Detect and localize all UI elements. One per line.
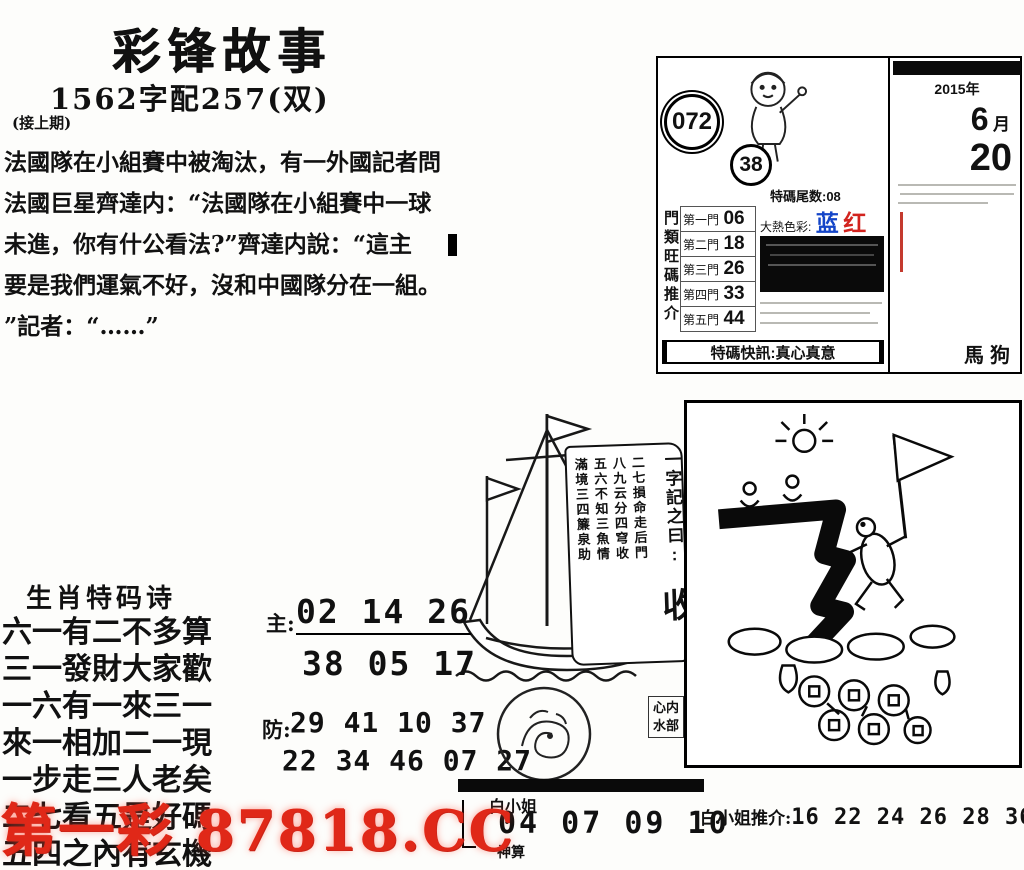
verse-scroll: 一字記之曰: 收 二七損命走后門 八九云分四穹收 五六不知三魚情 滿境三四簾泉助 (564, 442, 695, 666)
lucky-ball-badge: 38 (730, 144, 772, 186)
gate-label: 第三門 (683, 263, 720, 277)
lottery-info-box: 072 38 特碼尾数:08 大熱色彩: 蓝 红 (656, 56, 1022, 374)
seal-label-bottom: 水部 (652, 718, 679, 733)
hot-color-label: 大熱色彩: (760, 220, 812, 234)
gate-row: 第四門 33 (680, 282, 756, 307)
gate-row: 第一門 06 (680, 206, 756, 232)
story-line: 法國巨星齊達内：“法國隊在小組賽中一球 (4, 190, 432, 217)
fine-print-line (760, 302, 882, 304)
story-line: ”記者：“……” (4, 313, 159, 340)
reco-numbers: 16 22 24 26 28 36 (791, 805, 1024, 830)
gate-number: 18 (723, 233, 745, 254)
guard-label: 防: (262, 717, 291, 742)
issue-number-badge: 072 (664, 94, 720, 150)
story-paragraph: 法國隊在小組賽中被淘汰，有一外國記者問 法國巨星齊達内：“法國隊在小組賽中一球 … (4, 142, 476, 347)
zodiac-pick: 馬狗 (964, 345, 1016, 367)
reco-label: 白小姐推介: (700, 809, 792, 829)
story-line: 要是我們運氣不好，沒和中國隊分在一組。 (4, 272, 441, 299)
continuation-note: (接上期) (12, 114, 72, 132)
guard-numbers-row1: 29 41 10 37 (290, 706, 487, 739)
verse-title: 一字記之曰: (661, 450, 685, 567)
gate-label: 第四門 (683, 288, 720, 302)
verse-columns: 一字記之曰: 收 二七損命走后門 八九云分四穹收 五六不知三魚情 滿境三四簾泉助 (570, 450, 702, 658)
corner-bracket (462, 800, 476, 848)
calendar-year: 2015年 (934, 81, 980, 97)
gate-label: 第一門 (683, 213, 720, 227)
tail-number-text: 特碼尾数:08 (770, 189, 841, 204)
story-line: 法國隊在小組賽中被淘汰，有一外國記者問 (4, 149, 441, 176)
calendar-header-bar (893, 61, 1021, 75)
guard-numbers-row2: 22 34 46 07 27 (282, 744, 533, 777)
seven-illustration (718, 414, 956, 746)
zodiac-poem-heading: 生肖特码诗 (26, 584, 177, 614)
poem-line: 一六有一來三一 (2, 689, 212, 724)
coin-icons (798, 675, 932, 746)
main-numbers-row2: 38 05 17 (302, 644, 477, 683)
poem-line: 來一相加二一現 (2, 726, 212, 761)
bottom-black-bar (458, 779, 704, 792)
gate-number: 33 (723, 283, 745, 304)
gate-row: 第二門 18 (680, 232, 756, 257)
seal-side-label: 心内 水部 (648, 696, 684, 738)
calendar-panel: 2015年 6 月 20 馬狗 (888, 58, 1024, 372)
calendar-red-rule (900, 212, 903, 272)
gate-label: 第五門 (683, 313, 720, 327)
gate-row: 第三門 26 (680, 257, 756, 282)
story-line: 未進，你有什公看法?”齊達内說：“這主 (4, 231, 412, 258)
gate-row: 第五門 44 (680, 307, 756, 332)
issue-subtitle: 1562字配257(双) (50, 82, 330, 116)
god-calc-label: 神算 (497, 845, 525, 861)
lady-recommendation: 白小姐推介:16 22 24 26 28 36 (700, 804, 1024, 830)
calendar-day: 20 (969, 137, 1012, 179)
gate-number: 06 (723, 208, 745, 229)
poem-line: 二七看五是好碼 (2, 800, 212, 835)
dragon-seal (494, 684, 594, 784)
calendar-month-row: 6 月 (890, 101, 1024, 138)
special-flash-box: 特碼快訊:真心真意 (662, 340, 884, 364)
color-blue: 蓝 (815, 210, 839, 236)
gate-label: 第二門 (683, 238, 720, 252)
ink-blot (448, 234, 457, 256)
gate-number: 44 (723, 308, 745, 329)
fine-print-line (760, 322, 878, 324)
gate-column-header: 門類旺碼推介 (662, 210, 679, 324)
calendar-month: 6 (970, 101, 989, 137)
poem-line: 六一有二不多算 (2, 615, 212, 650)
site-watermark: 第一彩 87818.CC (0, 798, 515, 864)
zodiac-poem: 六一有二不多算 三一發財大家歡 一六有一來三一 來一相加二一現 一步走三人老矣 … (2, 614, 212, 870)
black-info-panel (760, 236, 884, 292)
main-numbers-row1: 02 14 26 (296, 592, 471, 635)
hot-color-line: 大熱色彩: 蓝 红 (760, 204, 866, 238)
poem-line: 一步走三人老矣 (2, 763, 212, 798)
poem-line: 五四之內有玄機 (2, 837, 212, 870)
lady-numbers: 04 07 09 10 (498, 806, 730, 841)
poem-line: 三一發財大家歡 (2, 652, 212, 687)
seven-frame (684, 400, 1022, 768)
gate-number: 26 (723, 258, 745, 279)
color-red: 红 (843, 210, 867, 236)
seal-label-top: 心内 (652, 700, 679, 715)
main-label: 主: (266, 611, 295, 636)
calendar-month-unit: 月 (993, 115, 1010, 134)
gate-table: 第一門 06 第二門 18 第三門 26 第四門 33 第五門 44 (680, 206, 756, 332)
page-title: 彩锋故事 (112, 24, 333, 80)
fine-print-line (760, 312, 870, 314)
lady-label: 白小姐 (489, 797, 538, 816)
